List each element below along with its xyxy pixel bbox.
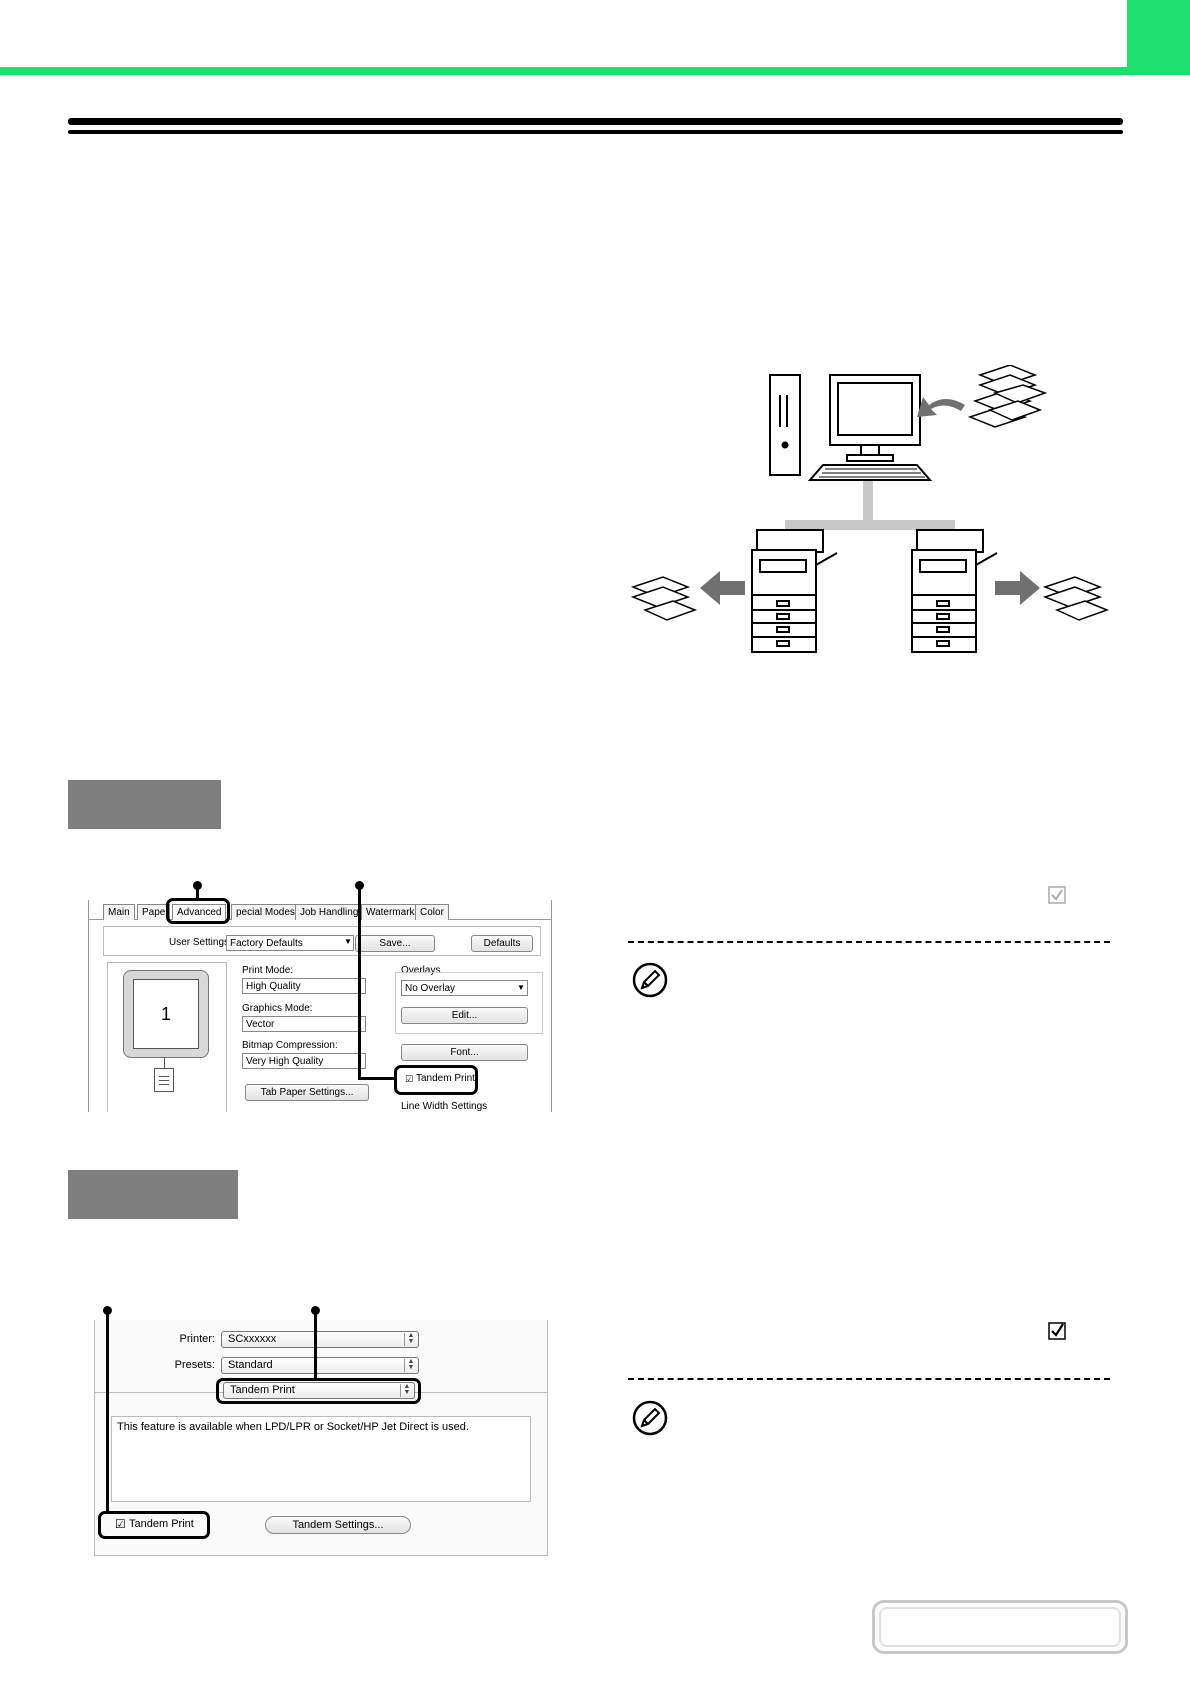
user-settings-label: User Settings:	[169, 937, 232, 948]
title-rule-thin	[68, 130, 1123, 134]
save-button[interactable]: Save...	[355, 935, 435, 952]
tab-special-modes[interactable]: pecial Modes	[231, 904, 300, 920]
line-width-settings-label: Line Width Settings	[401, 1101, 488, 1112]
stepper-icon: ▲▼	[404, 1332, 417, 1346]
nav-button[interactable]	[872, 1600, 1128, 1654]
windows-printer-driver-dialog: Main Pape Advanced pecial Modes Job Hand…	[88, 900, 552, 1112]
nav-button-inner	[879, 1607, 1121, 1647]
documents-icon	[967, 365, 1048, 428]
panel-select[interactable]: Tandem Print ▲▼	[223, 1382, 415, 1399]
note-pencil-icon	[632, 962, 668, 998]
callout-dot	[103, 1306, 112, 1315]
bitmap-compression-label: Bitmap Compression:	[242, 1040, 338, 1051]
step-1-marker	[68, 780, 221, 829]
documents-icon	[1042, 576, 1110, 621]
edit-button[interactable]: Edit...	[401, 1007, 528, 1024]
tandem-settings-button[interactable]: Tandem Settings...	[265, 1516, 411, 1534]
print-mode-select[interactable]: High Quality	[242, 978, 366, 994]
mac-print-dialog: Printer: SCxxxxxx▲▼ Presets: Standard▲▼ …	[94, 1320, 548, 1556]
tab-main[interactable]: Main	[103, 904, 135, 920]
callout-dot	[355, 881, 364, 890]
printer-label: Printer:	[179, 1333, 215, 1345]
callout-line	[314, 1310, 317, 1380]
tandem-print-checkbox[interactable]: ☑	[115, 1517, 126, 1531]
tandem-print-callout	[98, 1511, 210, 1539]
overlays-label: Overlays	[401, 965, 441, 976]
callout-dot	[311, 1306, 320, 1315]
tandem-print-callout	[394, 1065, 478, 1095]
callout-line	[106, 1310, 109, 1512]
document-icon	[154, 1068, 174, 1092]
tab-paper-settings-button[interactable]: Tab Paper Settings...	[245, 1084, 369, 1101]
note-divider	[628, 1378, 1110, 1380]
callout-dot	[193, 881, 202, 890]
callout-line	[358, 1077, 396, 1080]
stepper-icon: ▲▼	[404, 1358, 417, 1372]
printer-select[interactable]: SCxxxxxx ▲▼	[221, 1331, 419, 1348]
preview-connector	[164, 1057, 165, 1069]
computer-icon	[769, 374, 933, 481]
user-settings-group	[103, 926, 541, 956]
preview-panel	[107, 962, 227, 1112]
arrow-icon	[995, 571, 1040, 605]
title-rule	[68, 118, 1123, 125]
corner-tab	[1127, 0, 1190, 67]
note-divider	[628, 941, 1110, 943]
graphics-mode-label: Graphics Mode:	[242, 1003, 313, 1014]
info-text: This feature is available when LPD/LPR o…	[117, 1421, 469, 1433]
overlays-group	[395, 972, 543, 1034]
checkbox-checked-icon	[1048, 886, 1066, 904]
tab-color[interactable]: Color	[415, 904, 449, 920]
arrow-icon	[700, 571, 745, 605]
callout-line	[196, 885, 199, 899]
tandem-print-network-diagram	[630, 365, 1110, 653]
tandem-print-checkbox[interactable]: ☑	[405, 1074, 414, 1084]
note-pencil-icon	[632, 1400, 668, 1436]
step-2-marker	[68, 1170, 238, 1219]
info-text-area: This feature is available when LPD/LPR o…	[111, 1416, 531, 1502]
presets-value: Standard	[228, 1359, 273, 1371]
arrow-icon	[917, 397, 965, 417]
font-button[interactable]: Font...	[401, 1044, 528, 1061]
paper-preview: 1	[123, 970, 209, 1058]
tab-job-handling[interactable]: Job Handling	[295, 904, 364, 920]
tandem-print-label: Tandem Print	[416, 1073, 475, 1084]
printer-icon	[751, 529, 838, 653]
defaults-button[interactable]: Defaults	[471, 935, 533, 952]
advanced-tab-callout	[166, 898, 230, 924]
chevron-down-icon: ▼	[344, 937, 352, 946]
overlays-select[interactable]: No Overlay	[401, 980, 528, 996]
stepper-icon: ▲▼	[400, 1383, 413, 1397]
tab-paper[interactable]: Pape	[137, 904, 171, 920]
header-bar	[0, 67, 1190, 75]
presets-label: Presets:	[174, 1359, 215, 1371]
tandem-print-label: Tandem Print	[129, 1518, 194, 1530]
printer-value: SCxxxxxx	[228, 1333, 277, 1345]
preview-page-number: 1	[133, 979, 199, 1049]
panel-select-callout	[216, 1378, 421, 1404]
print-mode-label: Print Mode:	[242, 965, 294, 976]
bitmap-compression-select[interactable]: Very High Quality	[242, 1053, 366, 1069]
chevron-down-icon: ▼	[517, 983, 525, 992]
callout-line	[358, 885, 361, 1080]
documents-icon	[630, 576, 698, 621]
user-settings-select[interactable]: Factory Defaults	[226, 935, 354, 951]
printer-icon	[911, 529, 998, 653]
checkbox-checked-icon	[1048, 1322, 1066, 1340]
tab-advanced[interactable]: Advanced	[172, 904, 227, 920]
presets-select[interactable]: Standard ▲▼	[221, 1357, 419, 1374]
panel-value: Tandem Print	[230, 1384, 295, 1396]
graphics-mode-select[interactable]: Vector	[242, 1016, 366, 1032]
